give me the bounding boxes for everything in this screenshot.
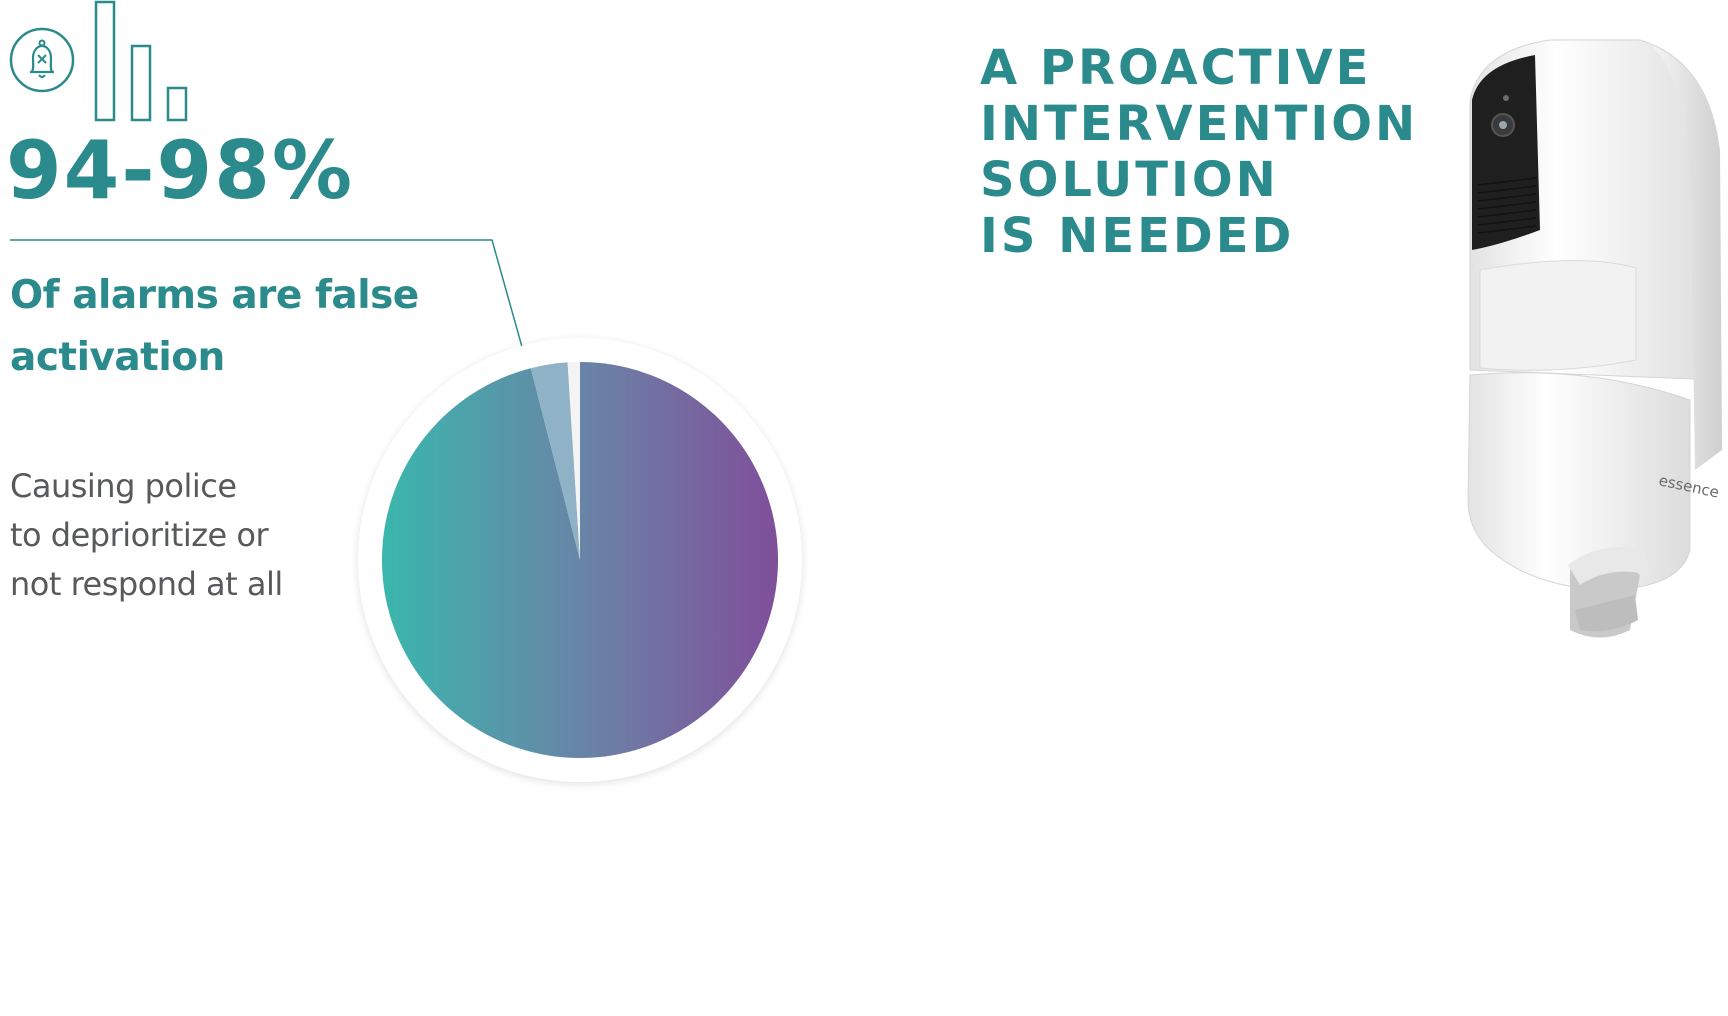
bar-graph-icon — [94, 0, 188, 122]
headline-line: IS NEEDED — [980, 208, 1295, 264]
stat-note: Causing police to deprioritize or not re… — [10, 462, 310, 609]
pie-slice-small — [530, 362, 580, 560]
bell-off-icon — [9, 27, 75, 93]
stat-note-line: Causing police — [10, 467, 237, 505]
headline-line: A PROACTIVE — [980, 40, 1372, 96]
device-image: essence — [1467, 39, 1722, 638]
stat-note-line: not respond at all — [10, 565, 283, 603]
pie-chart — [358, 338, 802, 782]
camera-lens-panel — [1472, 55, 1540, 250]
headline-line: SOLUTION — [980, 152, 1279, 208]
stat-note-line: to deprioritize or — [10, 516, 269, 554]
stat-value: 94-98% — [6, 124, 355, 217]
headline: A PROACTIVE INTERVENTION SOLUTION IS NEE… — [980, 40, 1418, 264]
headline-line: INTERVENTION — [980, 96, 1419, 152]
pie-slice-gap — [567, 362, 580, 560]
